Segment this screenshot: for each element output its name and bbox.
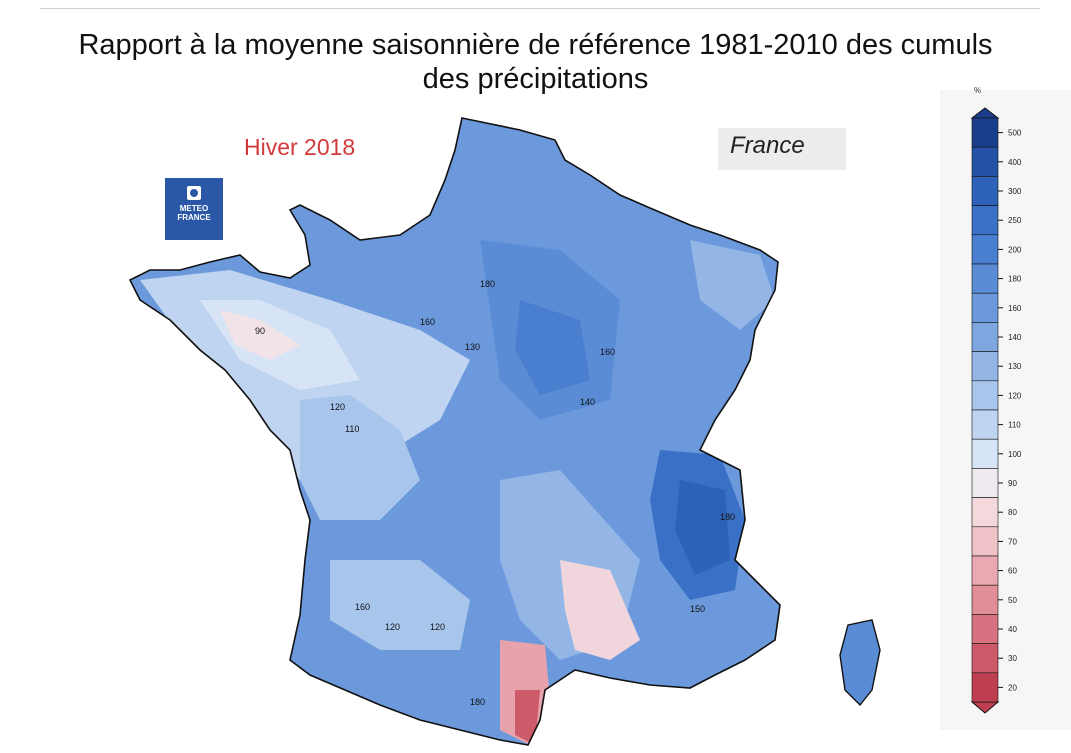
legend-arrow-bottom [970,701,1000,714]
legend-label: 130 [1008,362,1022,371]
legend-swatch [971,409,999,440]
legend-swatch [971,497,999,528]
legend-unit: % [974,86,981,95]
legend-label: 50 [1008,596,1017,605]
legend-swatch [971,643,999,674]
contour-label: 160 [600,347,615,357]
contour-label: 120 [385,622,400,632]
contour-label: 130 [465,342,480,352]
legend-background [940,90,1071,730]
legend-swatch [971,205,999,236]
legend-label: 60 [1008,567,1017,576]
zone-alps-250 [675,480,730,575]
legend-label: 160 [1008,304,1022,313]
contour-label: 120 [330,402,345,412]
contour-label: 160 [420,317,435,327]
legend-label: 300 [1008,187,1022,196]
top-rule [40,8,1040,9]
title-line-2: des précipitations [422,63,649,95]
mainland-outline [128,117,781,746]
legend-label: 100 [1008,450,1022,459]
legend-swatch [971,672,999,703]
logo-line-1: METEO [179,204,209,213]
zone-alsace-130 [690,240,775,330]
contour-label: 150 [690,604,705,614]
legend-swatch [971,555,999,586]
meteo-france-logo: METEO FRANCE [165,178,223,240]
legend-swatch [971,614,999,644]
zone-brittany-90 [220,310,300,360]
legend-label: 140 [1008,333,1022,342]
legend-arrow-top [970,107,1000,119]
zone-cevennes-80 [560,560,640,660]
season-label-bg [190,100,278,158]
season-label: Hiver 2018 [244,134,356,160]
legend-label: 250 [1008,216,1022,225]
legend-label: 40 [1008,625,1017,634]
corsica [839,619,881,707]
france-precipitation-map: 180 160 140 130 120 110 90 120 160 180 1… [128,117,881,746]
legend-label: 80 [1008,508,1017,517]
contour-label: 180 [720,512,735,522]
legend-swatch [971,292,999,323]
region-label-bg [718,128,846,170]
legend-cells: 500 400 300 250 200 180 160 140 130 120 110 100 90 80… [971,117,1022,703]
contour-label: 180 [470,697,485,707]
contour-label: 160 [355,602,370,612]
legend-swatch [971,234,999,265]
legend-swatch [971,117,999,148]
zone-roussillon-30 [515,690,540,745]
contour-label: 180 [480,279,495,289]
legend-swatch [971,380,999,411]
legend-label: 20 [1008,683,1017,692]
contour-label: 90 [255,326,265,336]
legend-label: 500 [1008,129,1022,138]
contour-labels: 180 160 140 130 120 110 90 120 160 180 1… [255,279,735,707]
legend-swatch [971,146,999,177]
legend-label: 70 [1008,537,1017,546]
meteo-france-logo-mark [187,186,201,200]
contour-label: 140 [580,397,595,407]
mainland-base [130,118,780,745]
legend-label: 110 [1008,421,1021,430]
color-scale-legend: % 500 400 300 250 200 180 160 140 130 120 110 100 90… [970,86,1022,714]
logo-line-2: FRANCE [177,213,211,222]
region-label: France [730,132,805,159]
map-title: Rapport à la moyenne saisonnière de réfé… [0,28,1071,96]
legend-label: 400 [1008,158,1022,167]
legend-swatch [971,584,999,615]
legend-swatch [971,468,999,498]
zone-coast-120 [300,395,420,520]
legend-label: 180 [1008,275,1022,284]
legend-swatch [971,322,999,352]
precipitation-zones [140,240,775,745]
legend-swatch [971,438,999,469]
zone-center-180 [515,300,590,395]
zone-southwest-120 [330,560,470,650]
legend-label: 30 [1008,654,1017,663]
legend-swatch [971,263,999,294]
legend-swatch [971,176,999,206]
legend-label: 200 [1008,245,1022,254]
contour-label: 120 [430,622,445,632]
legend-swatch [971,526,999,557]
title-line-1: Rapport à la moyenne saisonnière de réfé… [78,29,993,61]
legend-swatch [971,351,999,382]
contour-label: 110 [345,424,359,434]
legend-label: 90 [1008,479,1017,488]
legend-label: 120 [1008,391,1022,400]
